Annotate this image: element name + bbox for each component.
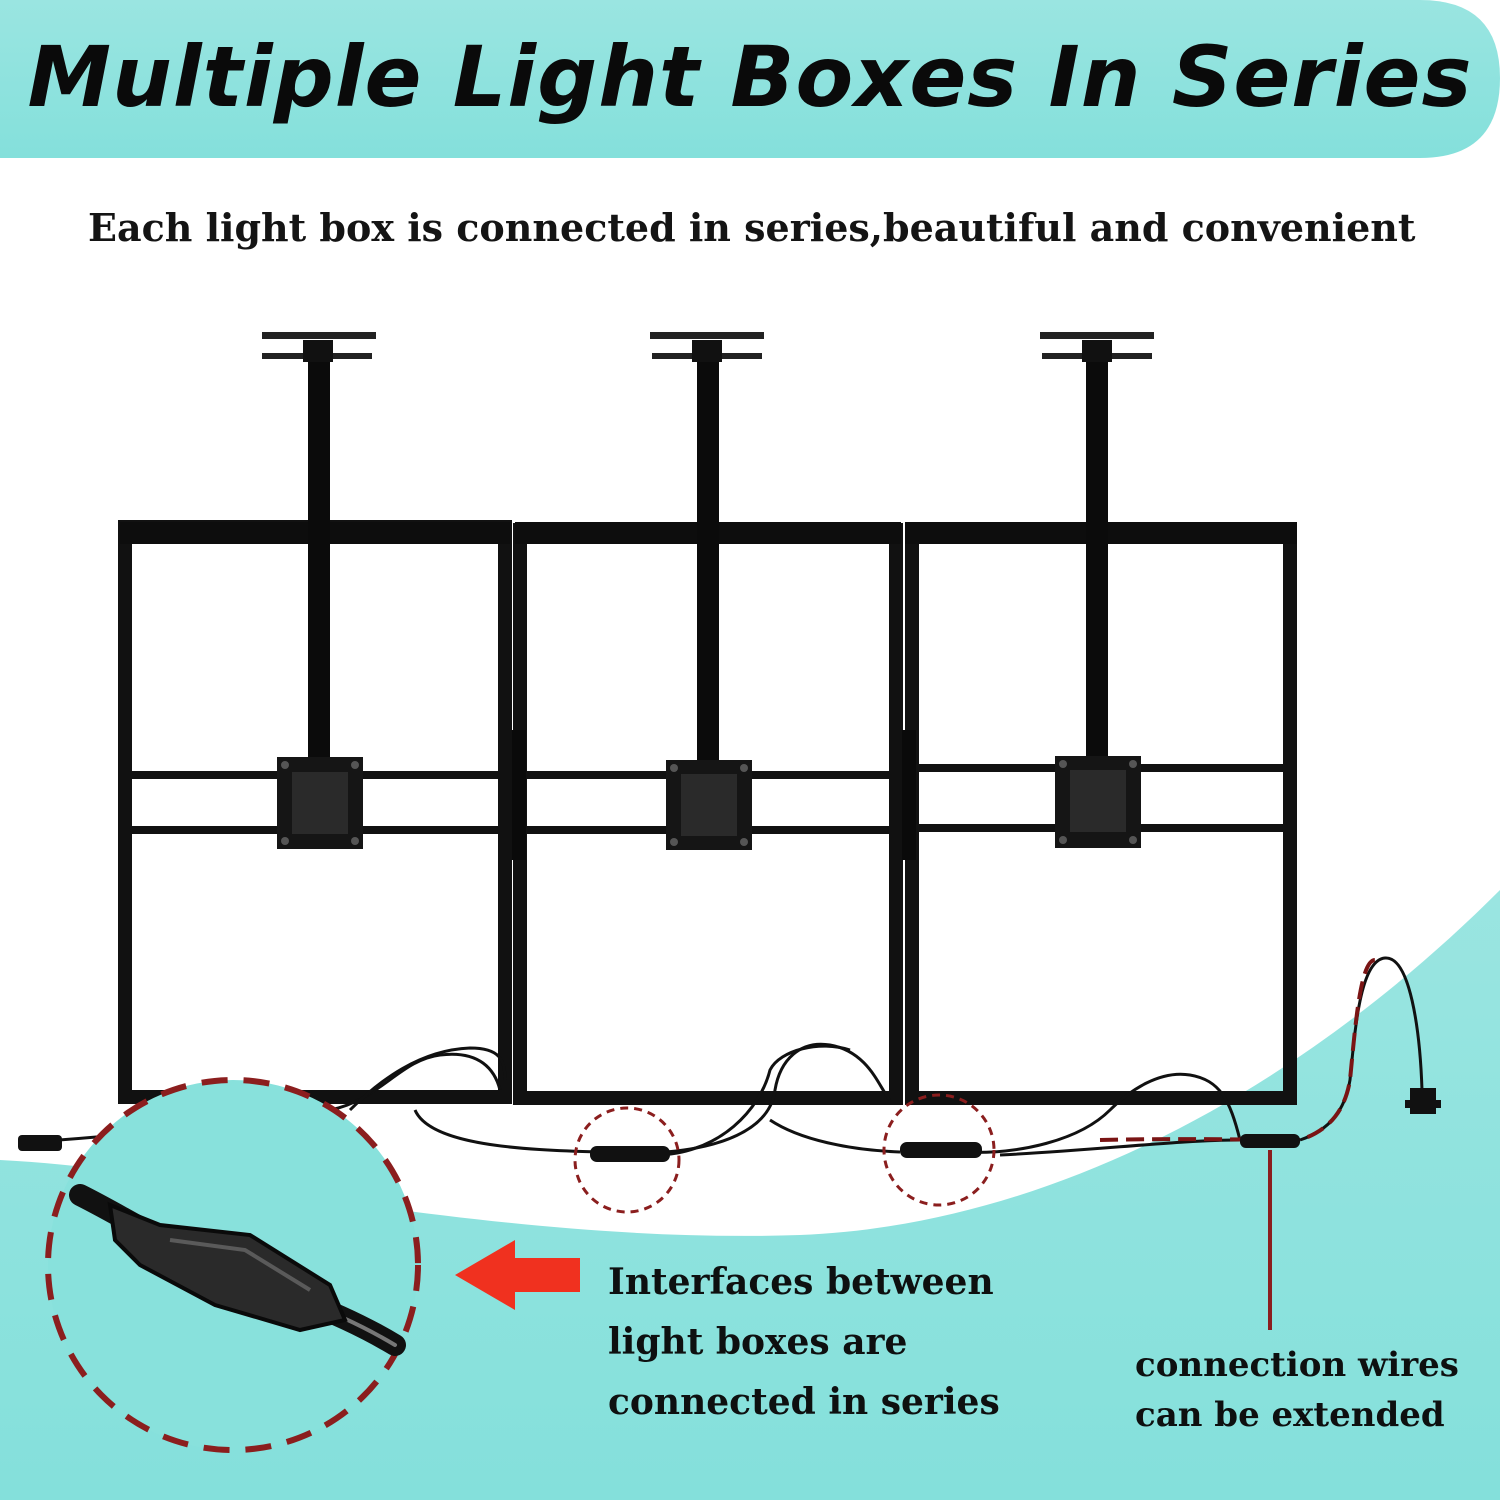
interfaces-callout-line: connected in series [608,1381,1000,1423]
interface-highlight-circle [573,1106,681,1214]
connector-plug-icon [590,1146,670,1162]
wires-callout-line: connection wires [1135,1345,1459,1385]
wires-callout-line: can be extended [1135,1395,1445,1435]
connector-plug-icon [900,1142,982,1158]
connector-plug-icon [1240,1134,1300,1148]
zoomed-connector-icon [69,1184,406,1356]
ceiling-mount-icon [262,332,376,849]
interface-highlight-circle [882,1093,996,1207]
extended-wire-red [1099,958,1376,1143]
box-joint-1-2 [512,730,526,860]
interfaces-callout-line: Interfaces between [608,1261,994,1303]
arrow-left-icon [455,1240,580,1310]
series-wiring [29,956,1424,1157]
wires-callout: connection wires can be extended [1135,1340,1459,1440]
interfaces-callout-line: light boxes are [608,1321,908,1363]
page-title: Multiple Light Boxes In Series [27,28,1473,126]
ceiling-mount-icon [1040,332,1154,848]
title-banner [0,0,1500,158]
ceiling-mount-icon [650,332,764,850]
interfaces-callout: Interfaces between light boxes are conne… [608,1252,1000,1432]
connector-plug-icon [18,1135,62,1151]
page-subtitle: Each light box is connected in series,be… [88,205,1416,250]
power-plug-icon [1405,1088,1441,1114]
box-joint-2-3 [902,730,916,860]
